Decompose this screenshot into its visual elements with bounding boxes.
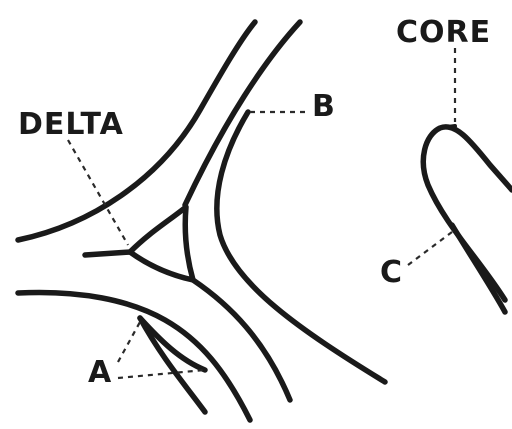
leader-c — [408, 232, 452, 265]
core-dot — [440, 126, 455, 128]
label-core: CORE — [396, 15, 491, 50]
core-inner-ridge — [452, 225, 505, 312]
core-loop — [423, 127, 512, 300]
label-delta: DELTA — [18, 107, 124, 142]
ridge-upper-inner — [185, 22, 300, 205]
ridge-delta-lower-right — [193, 280, 290, 400]
delta-triangle — [130, 207, 193, 280]
leader-delta — [68, 140, 128, 245]
label-b: B — [312, 89, 336, 124]
ridge-lower-outer — [18, 292, 250, 420]
label-a: A — [88, 355, 112, 390]
leader-a-lower — [118, 370, 205, 378]
label-c: C — [380, 255, 403, 290]
ridge-b-arc — [217, 112, 385, 382]
ridge-delta-left — [85, 252, 130, 255]
leader-a-upper — [118, 322, 140, 362]
